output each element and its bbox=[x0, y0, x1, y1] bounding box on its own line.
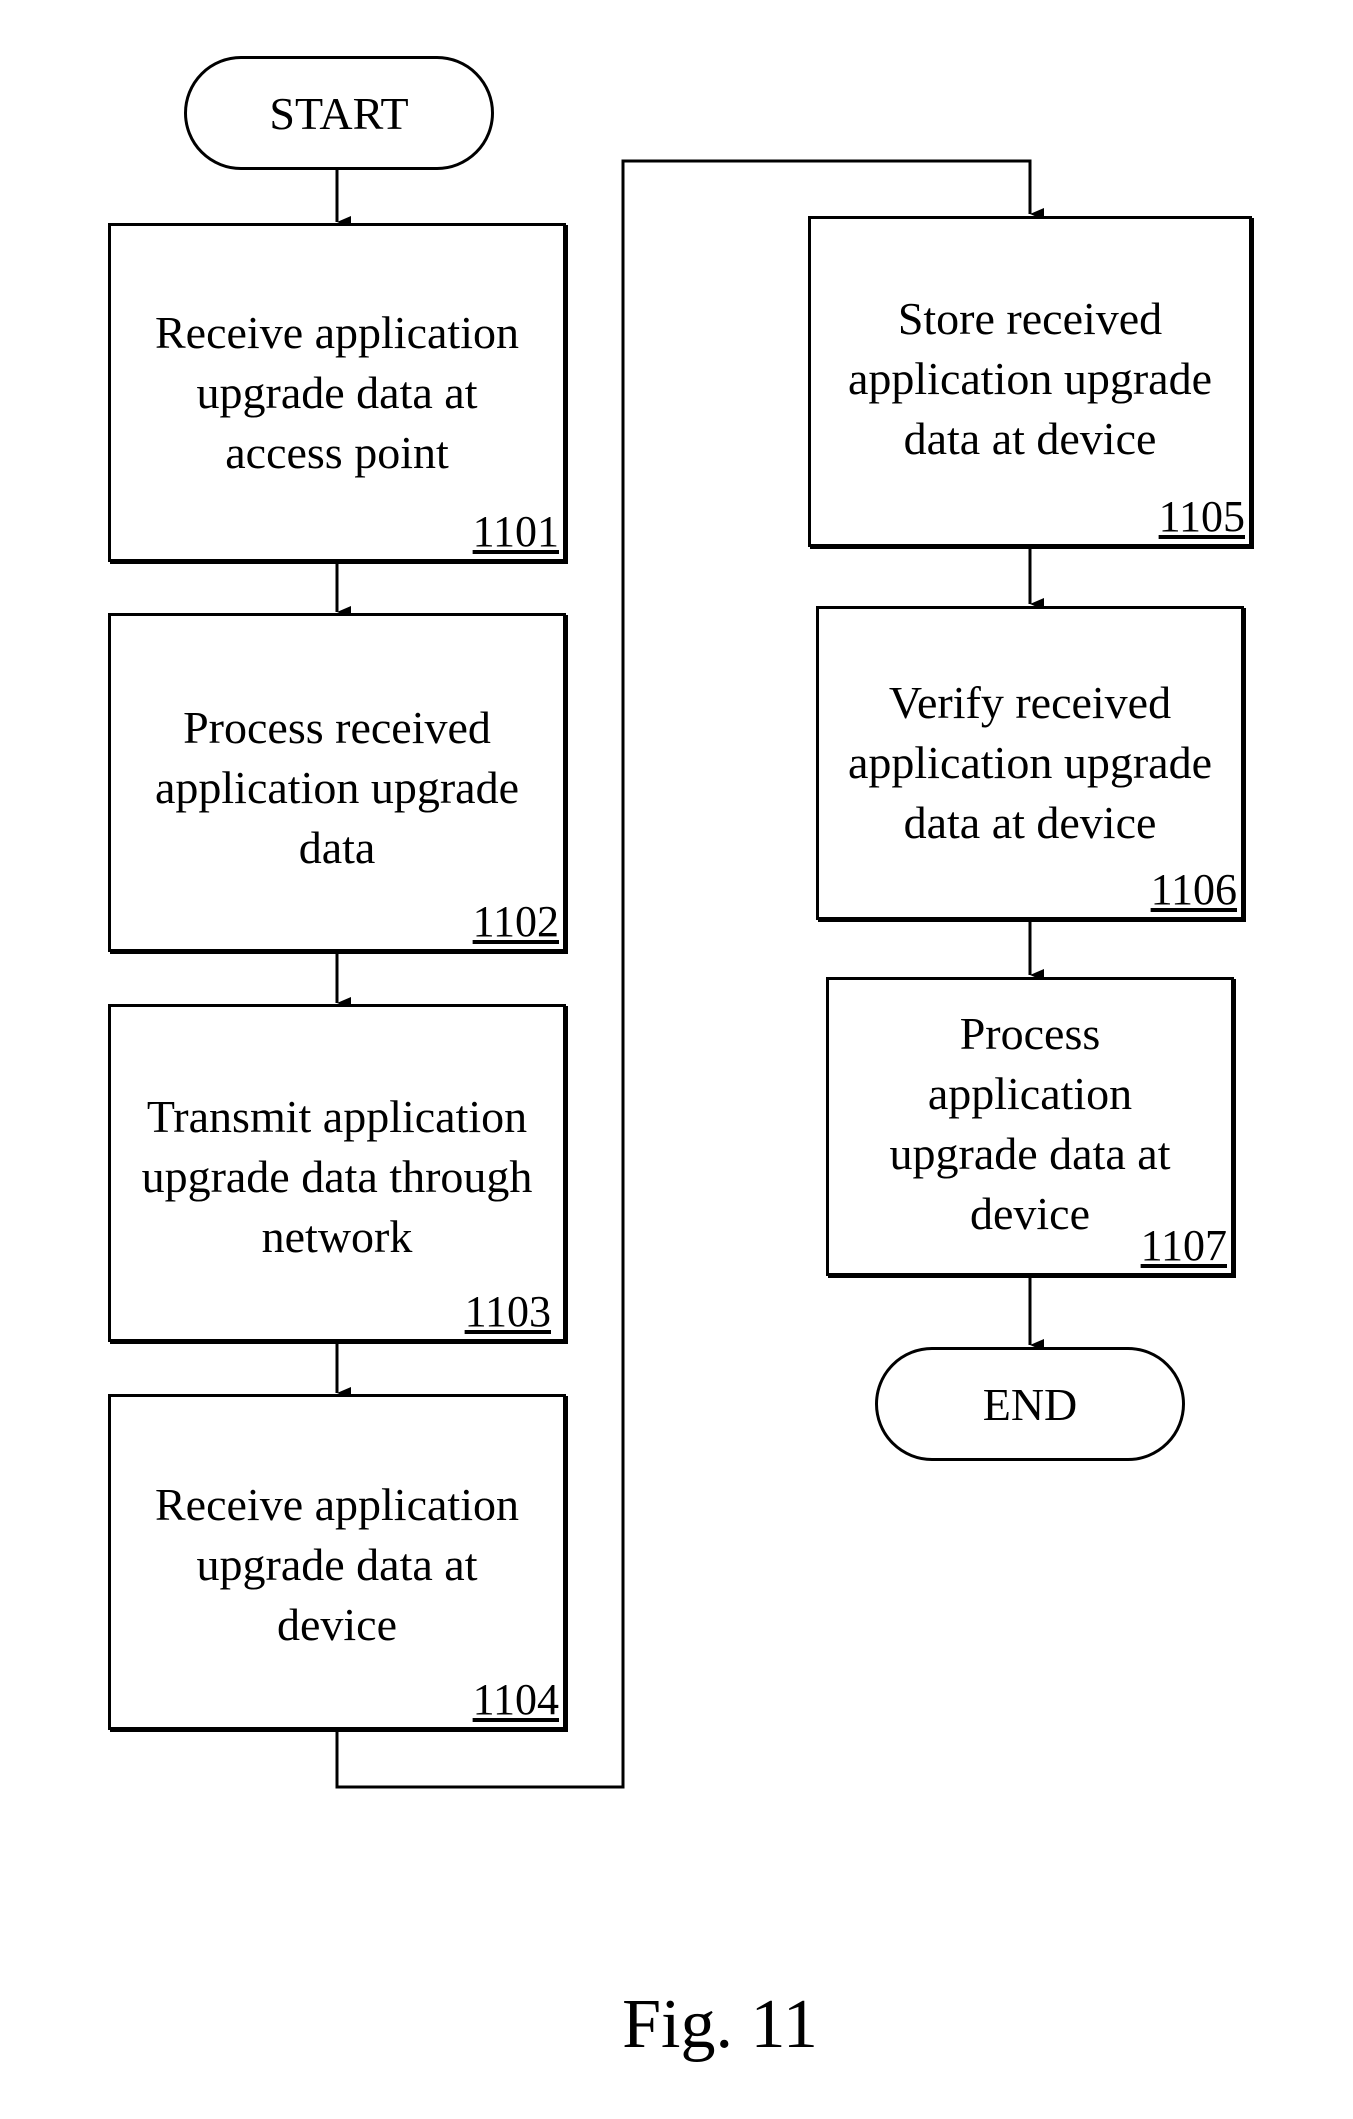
end-label: END bbox=[983, 1378, 1078, 1431]
step-1107-ref: 1107 bbox=[1141, 1221, 1227, 1271]
step-1104-box: Receive application upgrade data at devi… bbox=[108, 1394, 566, 1730]
step-1105-ref: 1105 bbox=[1159, 492, 1245, 542]
step-1105-box: Store received application upgrade data … bbox=[808, 216, 1252, 547]
step-1106-text: Verify received application upgrade data… bbox=[819, 673, 1241, 853]
step-1103-text: Transmit application upgrade data throug… bbox=[111, 1087, 563, 1267]
figure-caption: Fig. 11 bbox=[0, 1985, 1353, 2065]
step-1101-box: Receive application upgrade data at acce… bbox=[108, 223, 566, 562]
step-1104-text: Receive application upgrade data at devi… bbox=[111, 1475, 563, 1655]
step-1101-text: Receive application upgrade data at acce… bbox=[111, 303, 563, 483]
step-1102-text: Process received application upgrade dat… bbox=[111, 698, 563, 878]
step-1104-ref: 1104 bbox=[473, 1675, 559, 1725]
step-1107-text: Process application upgrade data at devi… bbox=[829, 1004, 1231, 1244]
step-1102-ref: 1102 bbox=[473, 897, 559, 947]
start-terminal: START bbox=[184, 56, 494, 170]
step-1106-ref: 1106 bbox=[1151, 865, 1237, 915]
step-1102-box: Process received application upgrade dat… bbox=[108, 613, 566, 952]
end-terminal: END bbox=[875, 1347, 1185, 1461]
step-1103-ref: 1103 bbox=[465, 1287, 551, 1337]
step-1107-box: Process application upgrade data at devi… bbox=[826, 977, 1234, 1276]
start-label: START bbox=[269, 87, 408, 140]
step-1103-box: Transmit application upgrade data throug… bbox=[108, 1004, 566, 1342]
step-1105-text: Store received application upgrade data … bbox=[811, 289, 1249, 469]
step-1101-ref: 1101 bbox=[473, 507, 559, 557]
step-1106-box: Verify received application upgrade data… bbox=[816, 606, 1244, 920]
